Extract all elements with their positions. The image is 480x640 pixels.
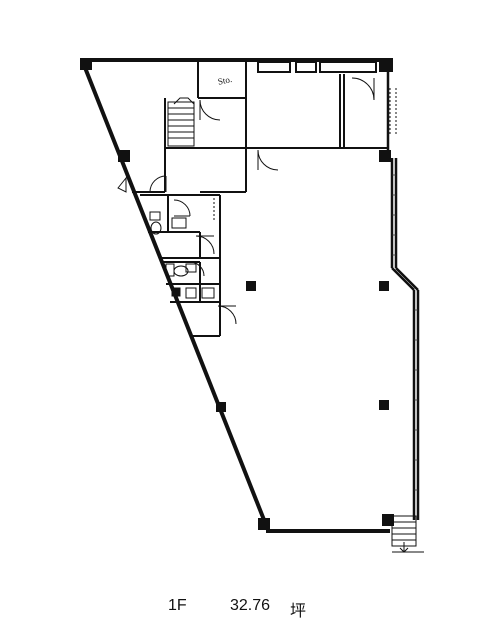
column [258,518,270,530]
sink [185,263,197,273]
interior-walls [132,60,388,337]
window-ticks [392,174,418,491]
column [379,58,393,72]
area-value: 32.76 [230,597,271,614]
equipment [171,287,181,297]
toilet-bowl [150,221,162,235]
storage-label: Sto. [217,74,233,87]
dashed-openings [213,88,397,222]
sink [171,217,187,229]
right-walls [386,60,420,520]
column [379,400,389,410]
column [118,150,130,162]
triangle-marker [117,176,127,193]
column [246,281,256,291]
entrance-steps [391,515,424,553]
door-swings [149,77,375,325]
toilet-tank [149,211,161,221]
column [379,281,389,291]
column [379,150,391,162]
sink [201,287,215,299]
sink [185,287,197,299]
column [216,402,226,412]
column [80,58,92,70]
area-unit: 坪 [290,603,307,620]
floor-caption: 1F 32.76 坪 [0,597,480,621]
fixtures [149,211,215,299]
column [382,514,394,526]
columns [80,58,394,530]
toilet-bowl [173,265,189,277]
staircase [167,97,195,147]
floor-label: 1F [168,597,187,614]
